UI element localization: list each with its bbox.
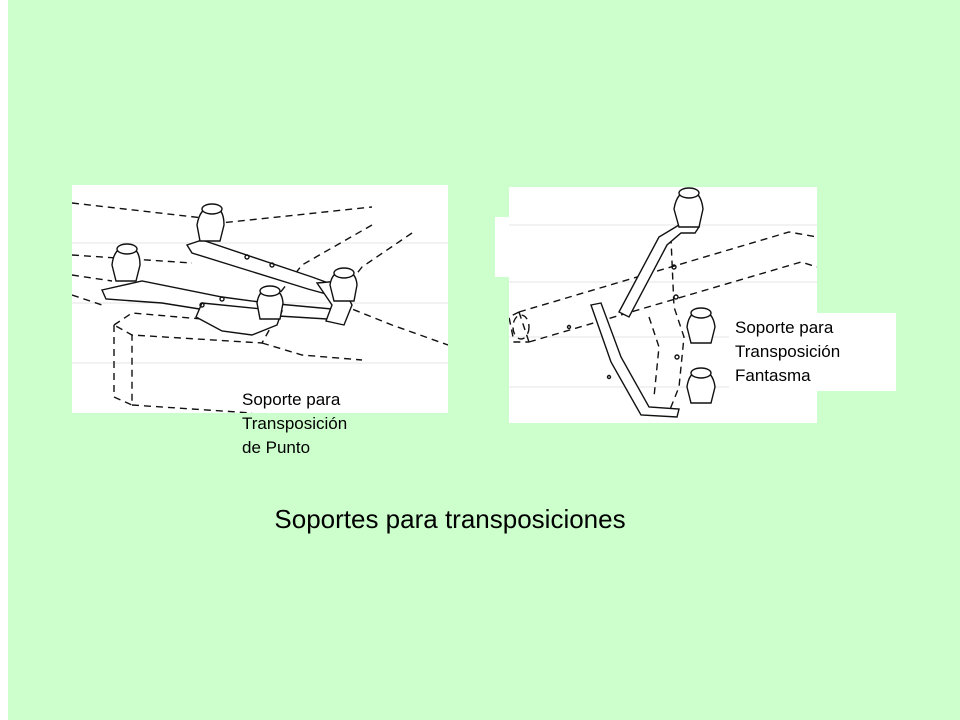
phantom-transposition-drawing (509, 187, 817, 423)
point-transposition-drawing (72, 185, 448, 413)
caption-right-line-3: Fantasma (735, 366, 811, 385)
slide-title-text: Soportes para transposiciones (274, 504, 626, 534)
slide-title: Soportes para transposiciones (0, 504, 960, 535)
caption-left-line-3: de Punto (242, 438, 311, 457)
caption-point-transposition: Soporte para Transposición de Punto (236, 386, 398, 462)
caption-phantom-transposition: Soporte para Transposición Fantasma (729, 313, 896, 391)
caption-left-line-1: Soporte para (242, 390, 341, 409)
caption-right-line-1: Soporte para (735, 318, 834, 337)
caption-right-line-2: Transposición (735, 342, 841, 361)
caption-left-line-2: Transposición (242, 414, 348, 433)
